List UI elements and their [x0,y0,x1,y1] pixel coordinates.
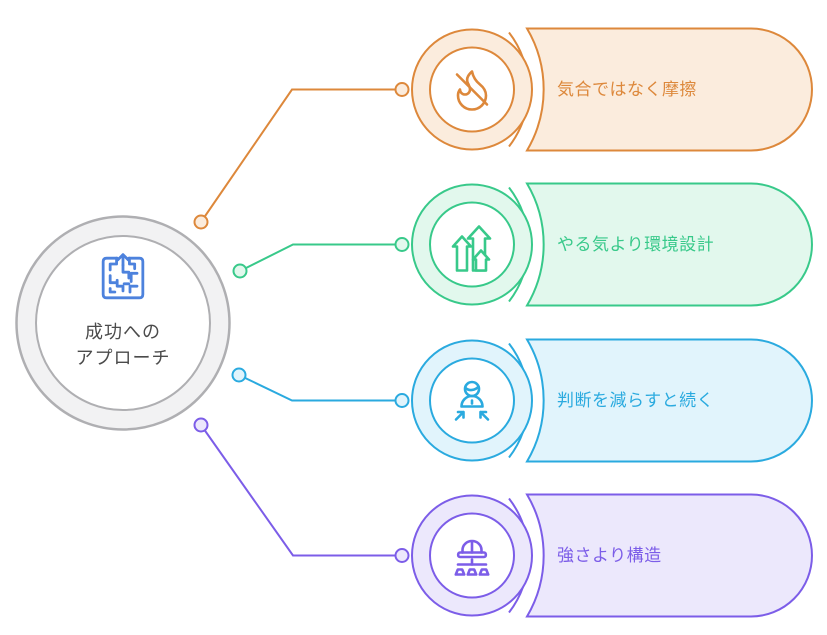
node-label-friction: 気合ではなく摩擦 [557,80,697,99]
center-node [15,215,231,431]
connector-line [200,424,402,557]
connector-dot [231,367,247,383]
connector-line [200,88,402,223]
label-pill [525,27,813,152]
maze-arrow-icon [101,253,145,300]
center-label-line1: 成功への [85,322,161,342]
connector-dot [193,214,209,230]
node-label-structure: 強さより構造 [557,546,662,565]
person-focus-icon [454,380,490,421]
connector-dot [394,548,410,563]
connector-line [238,374,402,402]
branch-decisions [231,338,813,463]
branch-friction [193,27,813,230]
branch-environment [232,182,813,307]
center-label-line2: アプローチ [75,348,171,368]
structure-helmet-icon [454,539,490,576]
connector-dot [232,263,248,279]
icon-badge-inner [429,512,515,599]
label-pill [525,338,813,463]
node-label-decisions: 判断を減らすと続く [557,391,715,410]
connector-line [239,243,402,272]
growth-arrows-icon [451,225,492,272]
connector-dot [193,417,209,433]
node-label-environment: やる気より環境設計 [557,235,715,254]
connector-dot [394,237,410,252]
center-label: 成功への アプローチ [13,319,233,371]
no-flame-icon [455,70,489,111]
label-pill [525,182,813,307]
label-pill [525,493,813,618]
center-ring-inner [35,235,211,411]
branch-structure [193,417,813,618]
connector-dot [394,393,410,408]
connector-dot [394,82,410,97]
